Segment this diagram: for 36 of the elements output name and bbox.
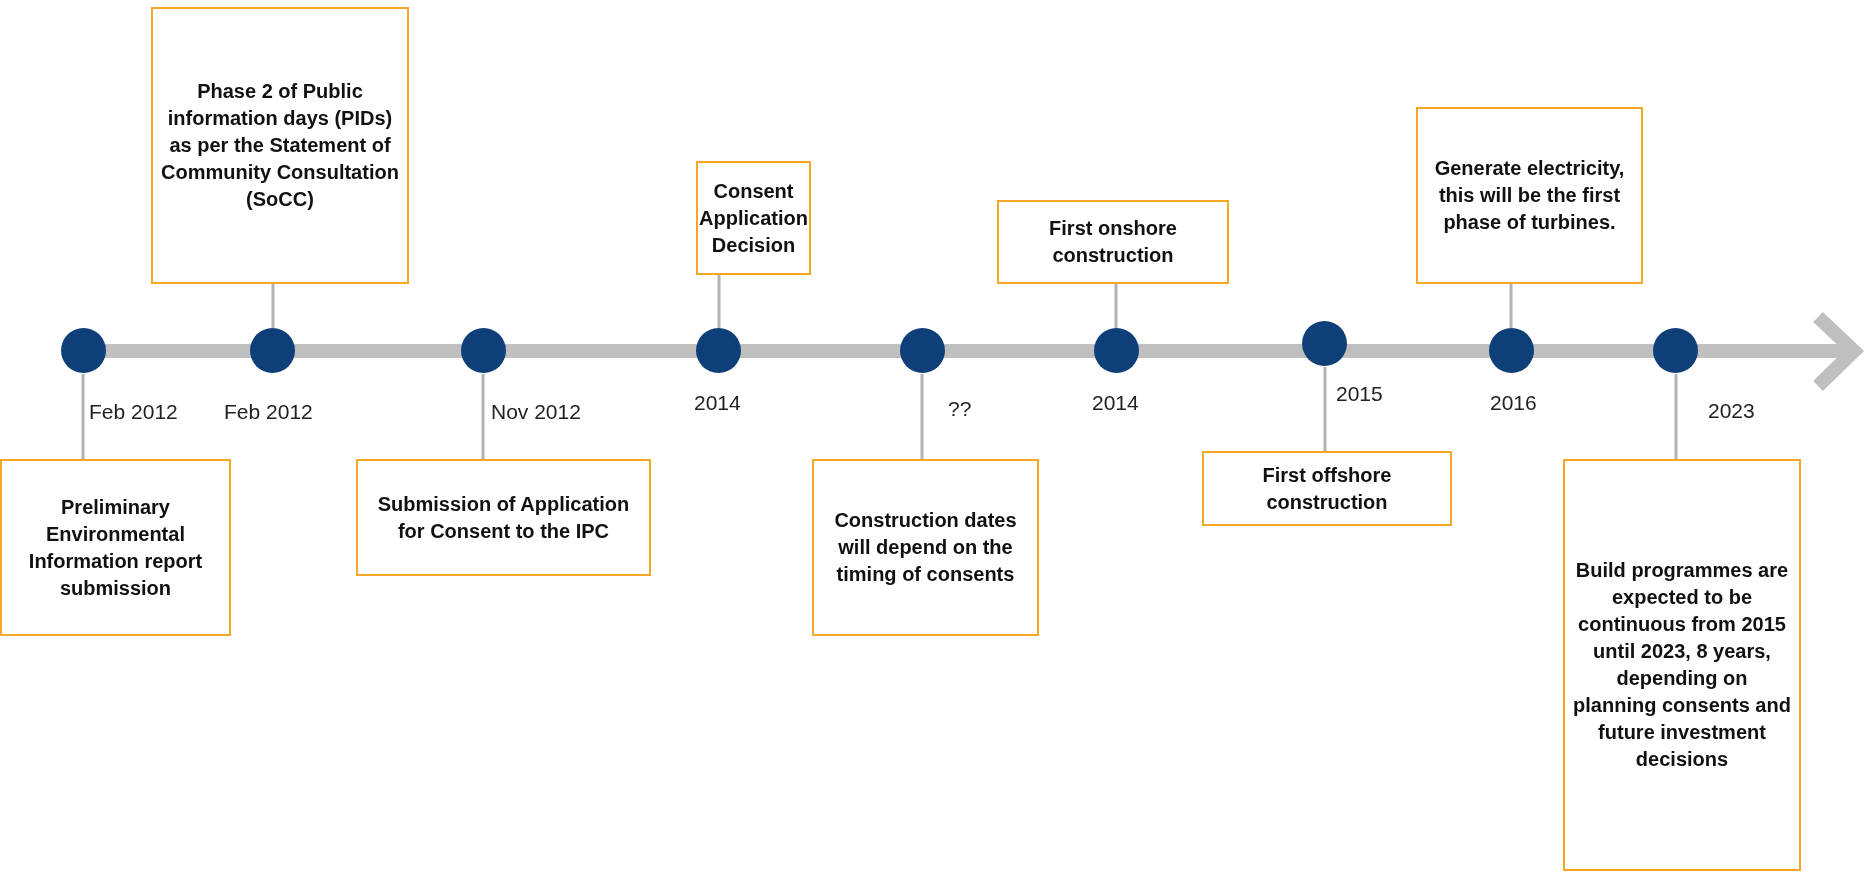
milestone-text: Preliminary Environmental Information report submission xyxy=(27,494,204,601)
milestone-box xyxy=(1202,451,1452,526)
date-label: Feb 2012 xyxy=(89,399,178,425)
leader-line xyxy=(81,374,85,459)
milestone-box xyxy=(1563,459,1801,871)
milestone-box xyxy=(812,459,1039,636)
leader-line xyxy=(717,275,721,328)
milestone-text: First offshore construction xyxy=(1261,462,1393,515)
date-label: 2016 xyxy=(1490,390,1537,416)
leader-line xyxy=(271,284,275,328)
milestone-box xyxy=(997,200,1229,284)
milestone-box xyxy=(0,459,231,636)
date-label: Feb 2012 xyxy=(224,399,313,425)
leader-line xyxy=(1509,284,1513,328)
milestone-box xyxy=(356,459,651,576)
leader-line xyxy=(1323,367,1327,451)
date-label: Nov 2012 xyxy=(491,399,581,425)
milestone-text: Generate electricity, this will be the first phase of turbines. xyxy=(1433,156,1626,235)
date-label: 2023 xyxy=(1708,398,1755,424)
date-label: 2014 xyxy=(694,390,741,416)
date-label: ?? xyxy=(948,396,972,422)
milestone-box xyxy=(696,161,811,275)
leader-line xyxy=(920,374,924,459)
milestone-box xyxy=(151,7,409,284)
milestone-text: Submission of Application for Consent to the IPC xyxy=(376,491,631,544)
milestone-text: Phase 2 of Public information days (PIDs) as per the Statement of Community Consultation (SoCC) xyxy=(161,79,399,212)
date-label: 2014 xyxy=(1092,390,1139,416)
milestone-text: First onshore construction xyxy=(1048,216,1178,268)
milestone-text: Consent Application Decision xyxy=(699,178,808,258)
leader-line xyxy=(1114,284,1118,328)
milestone-text: Construction dates will depend on the timing of consents xyxy=(833,508,1018,587)
milestone-box xyxy=(1416,107,1643,284)
leader-line xyxy=(481,374,485,459)
milestone-text: Build programmes are expected to be continuous from 2015 until 2023, 8 years, depending on planning consents and future investment decisions xyxy=(1573,558,1791,772)
date-label: 2015 xyxy=(1336,381,1383,407)
leader-line xyxy=(1674,374,1678,459)
